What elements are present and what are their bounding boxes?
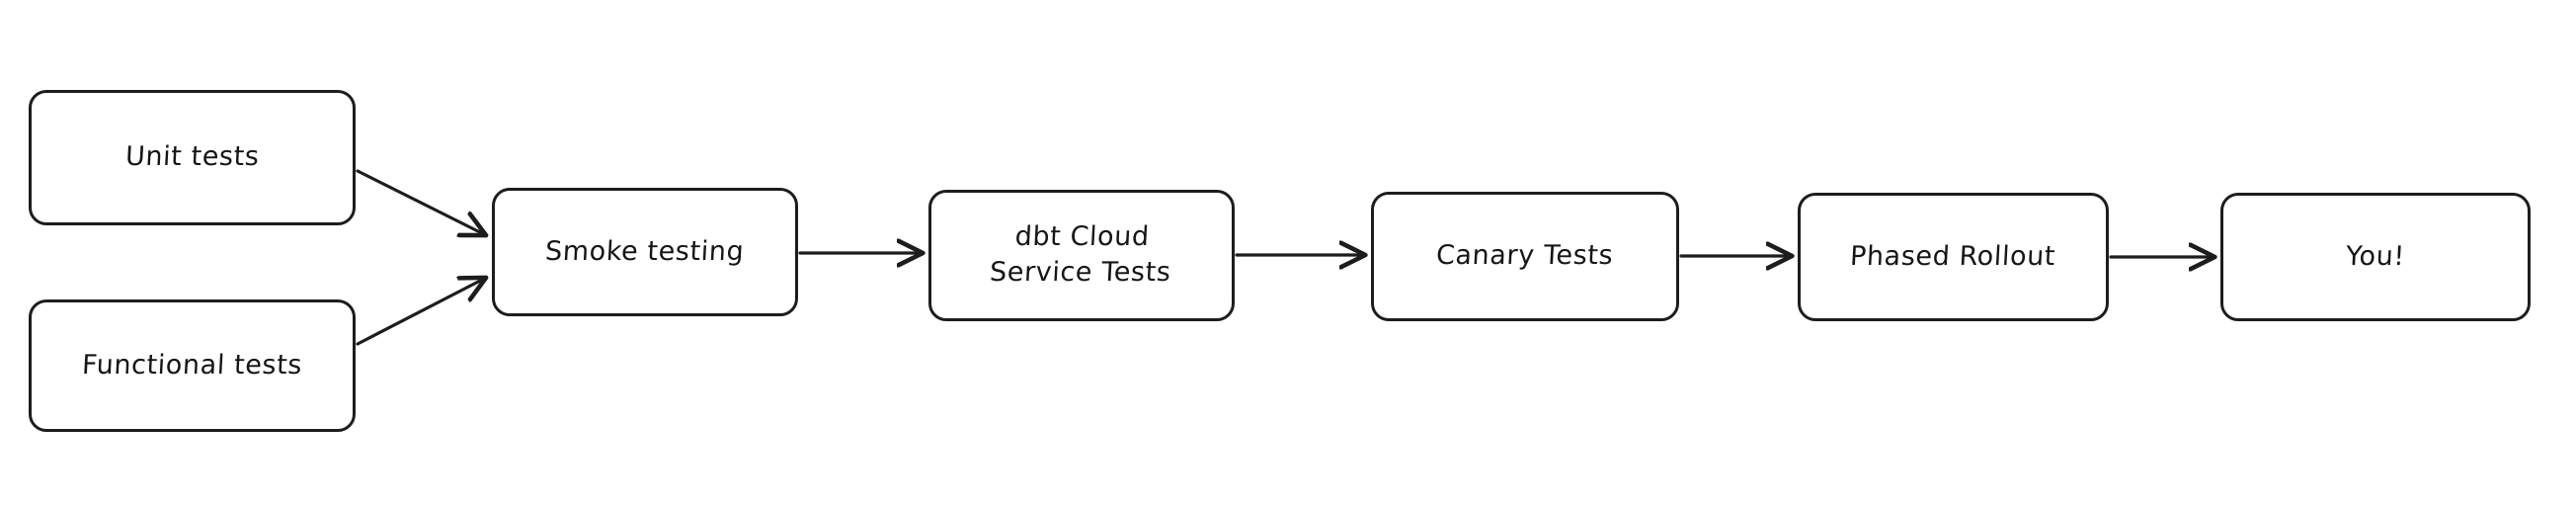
node-dbt-cloud-service-tests[interactable]: dbt Cloud Service Tests (928, 190, 1235, 321)
node-canary-tests[interactable]: Canary Tests (1371, 192, 1679, 321)
node-functional-tests-label: Functional tests (81, 349, 303, 381)
node-functional-tests[interactable]: Functional tests (29, 299, 356, 432)
node-you-label: You! (2345, 240, 2406, 272)
edge-functional-tests-to-smoke-testing (356, 279, 484, 346)
node-smoke-testing-label: Smoke testing (544, 235, 746, 267)
node-phased-rollout-label: Phased Rollout (1849, 240, 2057, 272)
node-smoke-testing[interactable]: Smoke testing (492, 188, 798, 316)
node-canary-tests-label: Canary Tests (1435, 240, 1615, 272)
edge-unit-tests-to-smoke-testing (356, 169, 484, 234)
node-unit-tests-label: Unit tests (123, 141, 261, 173)
node-unit-tests[interactable]: Unit tests (29, 90, 356, 225)
node-phased-rollout[interactable]: Phased Rollout (1798, 193, 2109, 321)
node-dbt-cloud-service-tests-label: dbt Cloud Service Tests (989, 221, 1172, 289)
node-you[interactable]: You! (2220, 193, 2531, 321)
